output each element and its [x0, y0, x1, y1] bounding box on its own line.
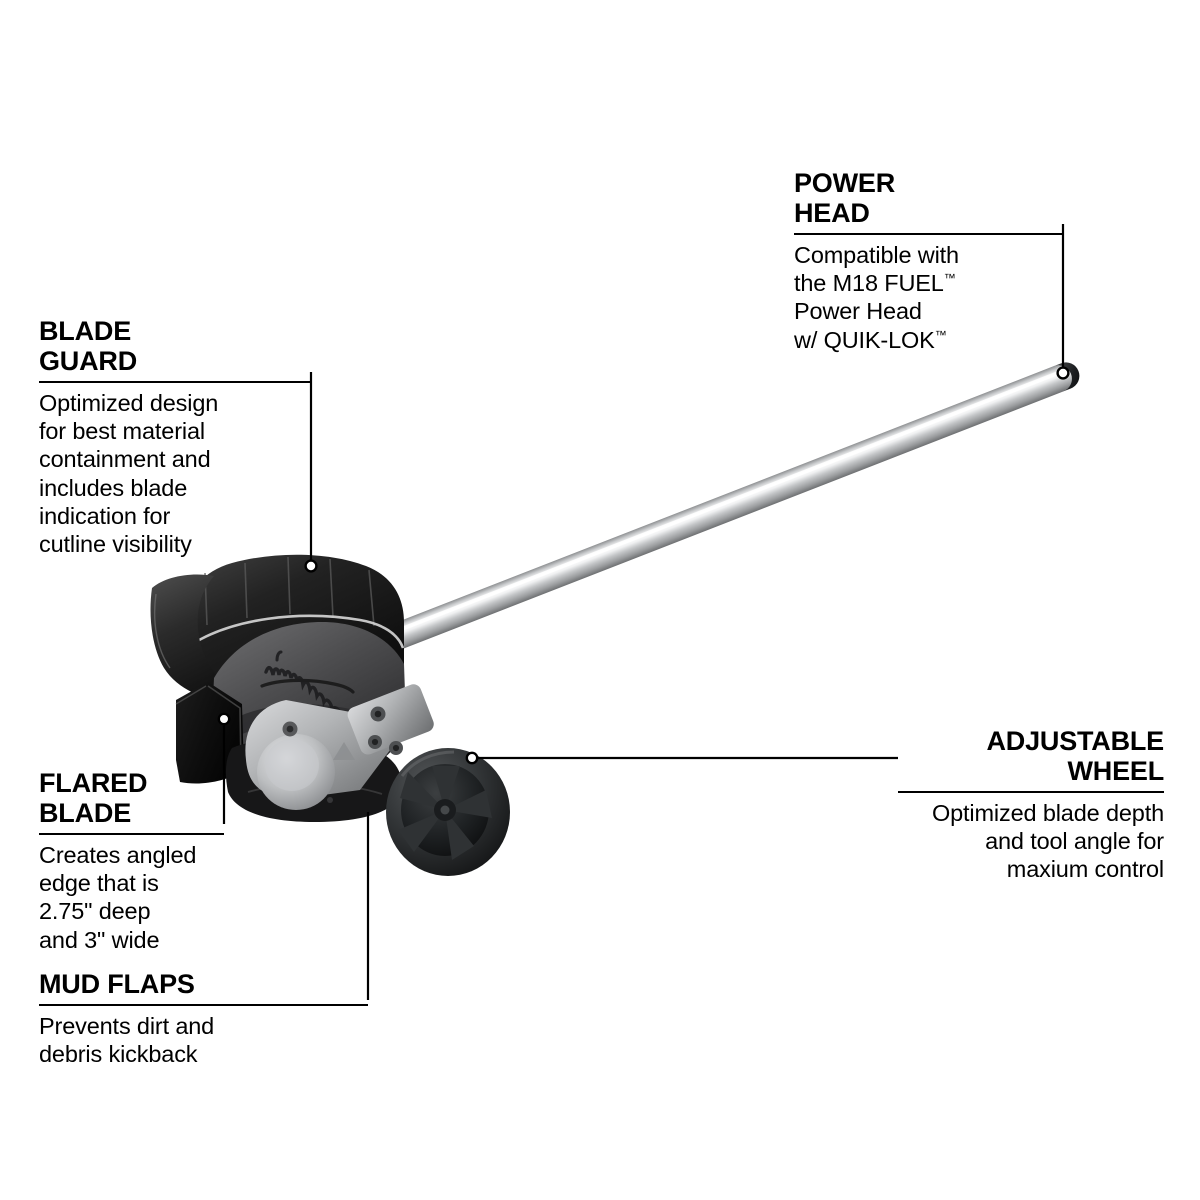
callout-power-head: POWER HEAD Compatible with the M18 FUEL™… [794, 168, 1064, 354]
callout-flared-blade-heading: FLARED BLADE [39, 768, 148, 828]
callout-flared-blade-rule [39, 833, 224, 835]
wheel-sheen [400, 750, 455, 777]
trademark-symbol: ™ [943, 271, 956, 286]
shroud-screw [327, 797, 333, 803]
adjustable-wheel [386, 748, 510, 876]
shaft-clamp [333, 684, 434, 760]
callout-power-head-rule [794, 233, 1064, 235]
callout-power-head-heading: POWER HEAD [794, 168, 896, 228]
warning-triangle-decal [333, 742, 355, 760]
callout-adjustable-wheel-heading: ADJUSTABLE WHEEL [986, 726, 1164, 786]
callout-blade-guard-heading: BLADE GUARD [39, 316, 137, 376]
callout-flared-blade: FLARED BLADE Creates angled edge that is… [39, 768, 224, 954]
shaft-end-cap [1053, 362, 1080, 392]
guard-seam-highlight [188, 614, 405, 649]
clamp-bolt-top-socket [374, 710, 382, 718]
callout-mud-flaps-heading: MUD FLAPS [39, 969, 195, 999]
guard-left-lip [150, 574, 252, 700]
hub-face [265, 739, 319, 791]
wheel-spokes [398, 766, 492, 860]
callout-blade-guard: BLADE GUARD Optimized design for best ma… [39, 316, 311, 558]
callout-blade-guard-body: Optimized design for best material conta… [39, 390, 219, 558]
wheel-axle [440, 805, 450, 815]
shaft-highlight [382, 369, 1064, 638]
clamp-bolt-mid-socket [371, 738, 379, 746]
guard-lip-edge [153, 593, 171, 669]
callout-blade-guard-rule [39, 381, 311, 383]
shaft-assembly [379, 362, 1080, 652]
callout-adjustable-wheel-body: Optimized blade depth and tool angle for… [932, 800, 1164, 883]
mud-flap-fin [176, 682, 244, 784]
callout-flared-blade-body: Creates angled edge that is 2.75" deep a… [39, 842, 197, 953]
gearbox-bolt-socket [286, 725, 294, 733]
callout-mud-flaps-rule [39, 1004, 368, 1006]
callout-adjustable-wheel-rule [898, 791, 1164, 793]
clamp-collar [347, 684, 434, 755]
callout-mud-flaps-body: Prevents dirt and debris kickback [39, 1013, 215, 1068]
callout-power-head-body: Compatible with the M18 FUEL™ Power Head… [794, 242, 959, 353]
clamp-bolt-low-socket [392, 744, 400, 752]
mud-flap-top-edge [175, 685, 207, 705]
callout-mud-flaps: MUD FLAPS Prevents dirt and debris kickb… [39, 969, 368, 1068]
callout-adjustable-wheel: ADJUSTABLE WHEEL Optimized blade depth a… [898, 726, 1164, 884]
trademark-symbol: ™ [934, 327, 947, 342]
